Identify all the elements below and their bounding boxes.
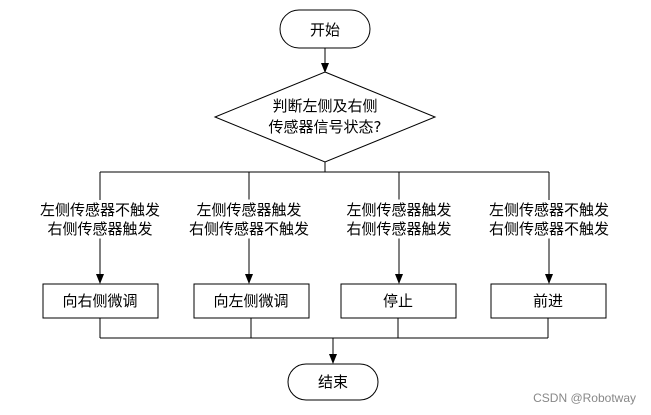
branch-3: 左侧传感器触发 右侧传感器触发 停止 xyxy=(340,172,457,319)
decision-line-2: 传感器信号状态? xyxy=(269,118,382,136)
branch-3-action: 停止 xyxy=(383,292,413,310)
start-node: 开始 xyxy=(279,9,371,49)
branch-4-cond-1: 左侧传感器不触发 xyxy=(489,201,609,219)
decision-line-1: 判断左侧及右侧 xyxy=(272,97,377,115)
branch-2-cond-1: 左侧传感器触发 xyxy=(196,201,301,219)
branch-4-action-box xyxy=(490,283,607,319)
end-label: 结束 xyxy=(318,373,348,391)
branch-1-cond-1: 左侧传感器不触发 xyxy=(40,201,160,219)
start-label: 开始 xyxy=(310,21,340,39)
branch-4-action: 前进 xyxy=(533,292,563,310)
branch-1-cond-2: 右侧传感器触发 xyxy=(47,220,152,238)
branch-3-cond-2: 右侧传感器触发 xyxy=(346,220,451,238)
decision-node: 判断左侧及右侧 传感器信号状态? xyxy=(213,71,437,163)
branch-2-cond-2: 右侧传感器不触发 xyxy=(189,220,309,238)
end-node: 结束 xyxy=(287,363,379,401)
branch-2-action: 向左侧微调 xyxy=(213,292,288,310)
branch-4-cond-2: 右侧传感器不触发 xyxy=(489,220,609,238)
watermark: CSDN @Robotway xyxy=(533,391,636,405)
branch-2: 左侧传感器触发 右侧传感器不触发 向左侧微调 xyxy=(186,172,312,319)
branch-4: 左侧传感器不触发 右侧传感器不触发 前进 xyxy=(486,172,612,319)
branch-3-cond-1: 左侧传感器触发 xyxy=(346,201,451,219)
branch-1: 左侧传感器不触发 右侧传感器触发 向右侧微调 xyxy=(37,172,163,319)
branch-1-action: 向右侧微调 xyxy=(62,292,137,310)
merge-lines xyxy=(99,318,549,339)
